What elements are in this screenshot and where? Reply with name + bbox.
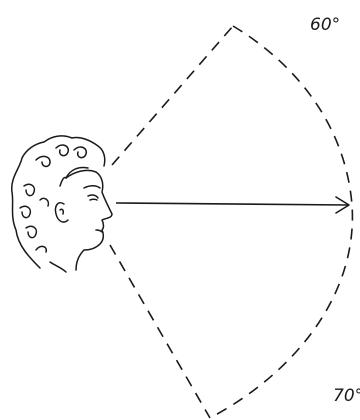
- lower-angle-label: 70°: [333, 386, 360, 406]
- field-arc: [210, 26, 352, 418]
- lower-field-boundary: [110, 245, 210, 418]
- head-profile-icon: [12, 136, 112, 272]
- upper-field-boundary: [112, 26, 233, 165]
- upper-angle-label: 60°: [310, 15, 340, 35]
- line-of-sight-arrow: [116, 197, 349, 213]
